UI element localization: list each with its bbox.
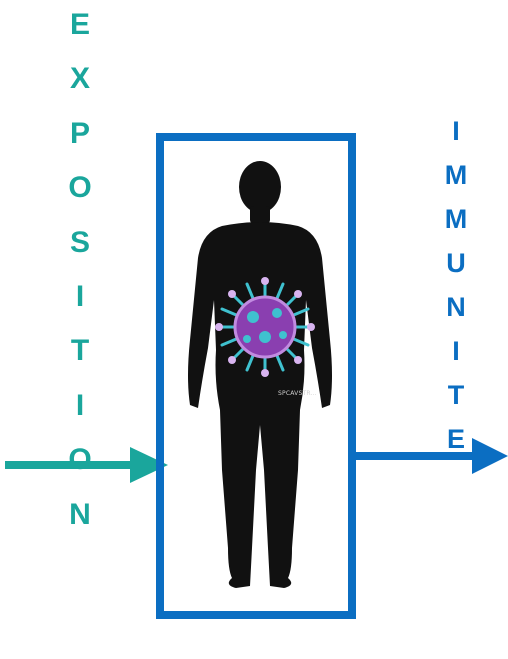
immunite-letter: I: [436, 118, 476, 162]
exposition-label: E X P O S I T I O N: [62, 10, 98, 554]
exposition-letter: E: [62, 10, 98, 64]
immunite-letter: T: [436, 382, 476, 426]
exposition-letter: I: [62, 391, 98, 445]
immunite-letter: E: [436, 426, 476, 470]
watermark-text: SPCAVSTR...: [278, 390, 317, 397]
exposition-letter: I: [62, 282, 98, 336]
human-silhouette-icon: [188, 161, 332, 588]
immunite-label: I M M U N I T E: [436, 118, 476, 470]
exposition-letter: P: [62, 119, 98, 173]
exposition-letter: X: [62, 64, 98, 118]
virus-icon: [215, 277, 315, 377]
exposition-letter: O: [62, 445, 98, 499]
immunite-letter: M: [436, 162, 476, 206]
exposition-letter: S: [62, 228, 98, 282]
arrow-out-icon: [352, 438, 508, 474]
immunite-letter: I: [436, 338, 476, 382]
immunite-letter: U: [436, 250, 476, 294]
exposition-letter: T: [62, 336, 98, 390]
immunite-letter: M: [436, 206, 476, 250]
exposition-letter: N: [62, 500, 98, 554]
immunite-letter: N: [436, 294, 476, 338]
exposition-letter: O: [62, 173, 98, 227]
